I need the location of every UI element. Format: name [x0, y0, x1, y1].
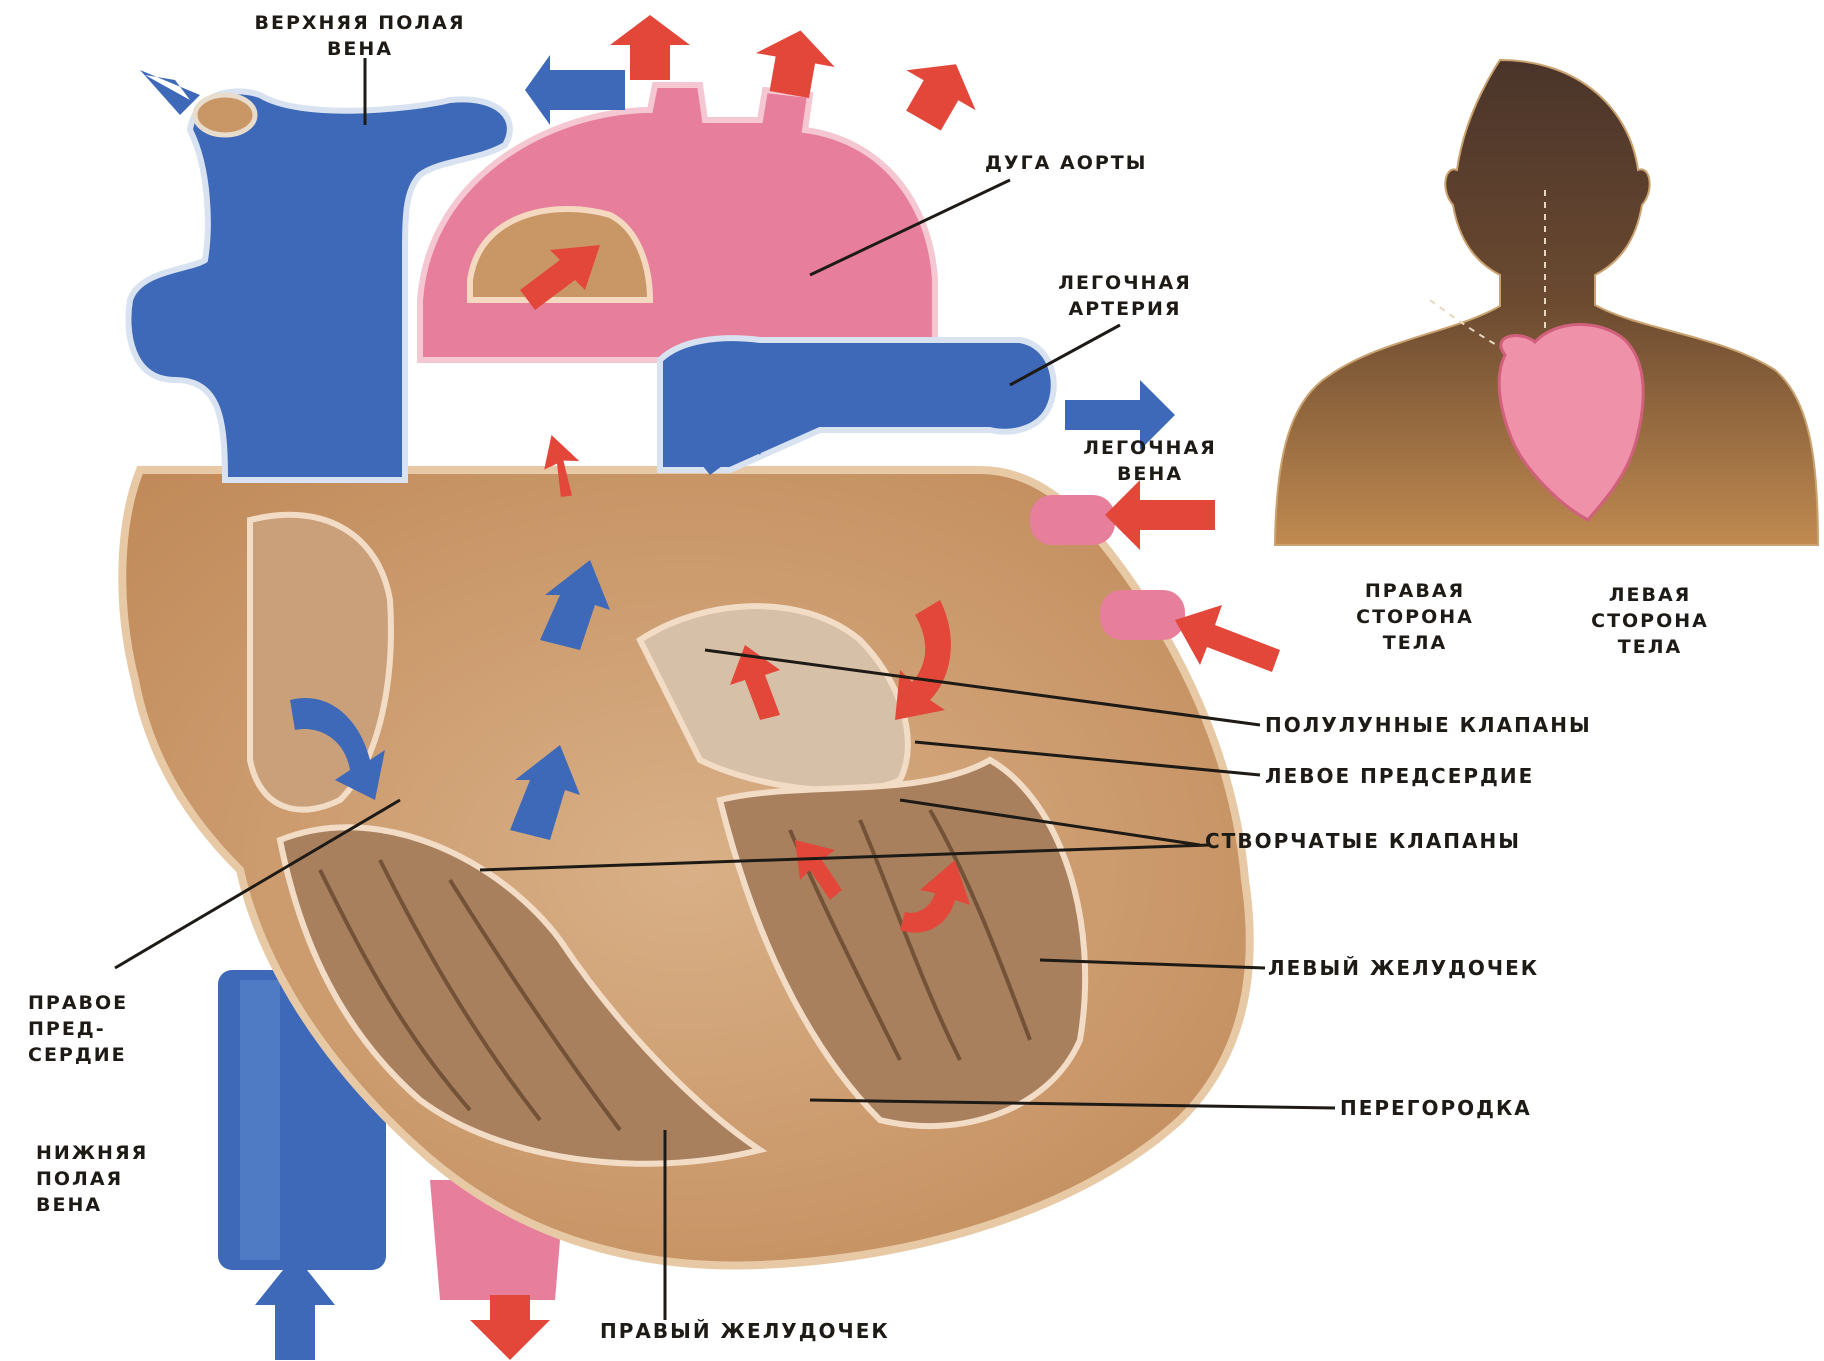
atrioventricular-valves-label: СТВОРЧАТЫЕ КЛАПАНЫ — [1205, 828, 1521, 854]
heart-illustration — [115, 15, 1335, 1360]
pulmonary-vein-label: ЛЕГОЧНАЯ ВЕНА — [1030, 435, 1270, 487]
inferior-vena-cava-label: НИЖНЯЯ ПОЛАЯ ВЕНА — [36, 1140, 148, 1218]
superior-vena-cava-label: ВЕРХНЯЯ ПОЛАЯ ВЕНА — [185, 10, 535, 62]
right-atrium-label: ПРАВОЕ ПРЕД- СЕРДИЕ — [28, 990, 128, 1068]
right-ventricle-label: ПРАВЫЙ ЖЕЛУДОЧЕК — [600, 1318, 890, 1344]
pulmonary-vein-lower — [1100, 590, 1185, 640]
body-silhouette — [1275, 60, 1818, 545]
pulmonary-vein-upper — [1030, 495, 1115, 545]
aortic-arch-label: ДУГА АОРТЫ — [985, 150, 1147, 176]
left-side-of-body-label: ЛЕВАЯ СТОРОНА ТЕЛА — [1550, 582, 1750, 660]
pulmonary-artery-label: ЛЕГОЧНАЯ АРТЕРИЯ — [1010, 270, 1240, 322]
left-ventricle-label: ЛЕВЫЙ ЖЕЛУДОЧЕК — [1268, 955, 1539, 981]
semilunar-valves-label: ПОЛУЛУННЫЕ КЛАПАНЫ — [1265, 712, 1592, 738]
left-atrium-label: ЛЕВОЕ ПРЕДСЕРДИЕ — [1265, 763, 1534, 789]
septum-label: ПЕРЕГОРОДКА — [1340, 1095, 1532, 1121]
right-side-of-body-label: ПРАВАЯ СТОРОНА ТЕЛА — [1315, 578, 1515, 656]
